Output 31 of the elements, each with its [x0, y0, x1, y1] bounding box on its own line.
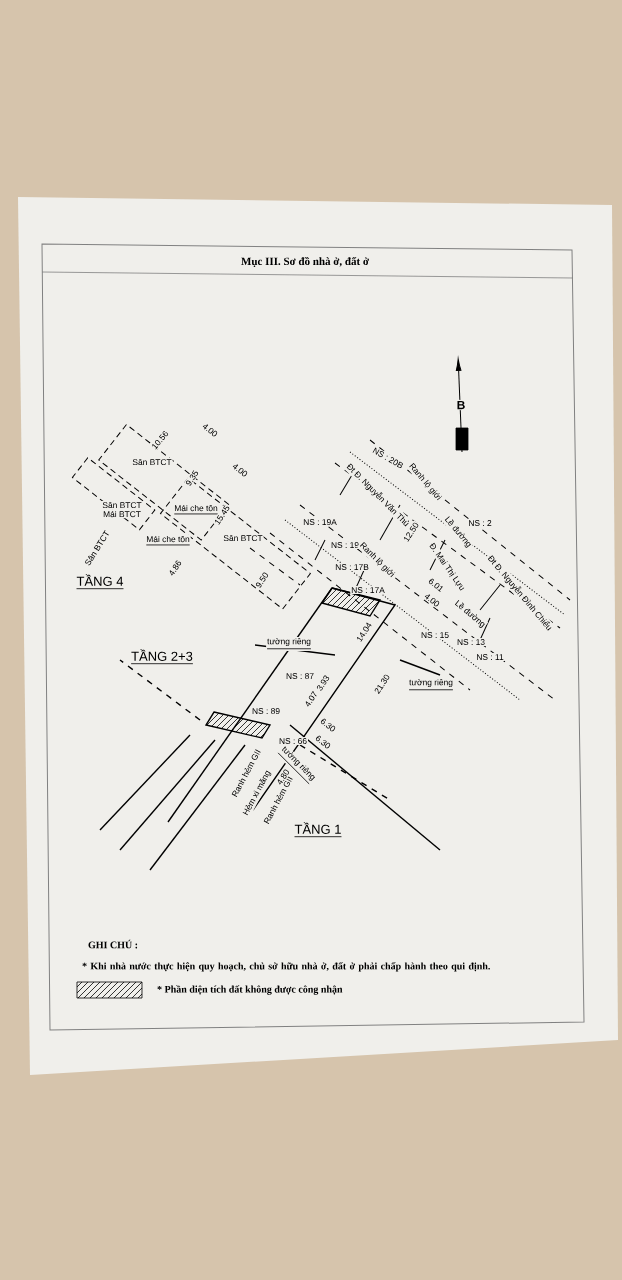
map-label: NS : 66 [278, 737, 308, 745]
map-label: NS : 19 [330, 541, 360, 549]
map-label: NS : 15 [420, 631, 450, 639]
floor-label: TẦNG 1 [293, 821, 343, 839]
map-label: NS : 11 [475, 653, 505, 661]
map-label: NS : 87 [285, 672, 315, 680]
dimension-label: 4.00 [230, 461, 250, 479]
dimension-label: 6.30 [318, 716, 338, 734]
map-label: NS : 19A [302, 518, 338, 526]
map-label: NS : 2 [467, 519, 493, 527]
dimension-label: 4.00 [200, 421, 220, 439]
map-label: NS : 89 [251, 707, 281, 715]
note-text: * Khi nhà nước thực hiện quy hoạch, chủ sở hữu nhà ở, đất ở phải chấp hành theo qui định. [82, 962, 490, 972]
map-label: NS : 13 [456, 638, 486, 646]
map-label: Sân BTCT [131, 457, 173, 467]
note-heading: GHI CHÚ : [87, 938, 139, 950]
map-label: Sân BTCT [222, 533, 264, 543]
map-label: Mái BTCT [102, 509, 142, 519]
map-label: NS : 20B [370, 445, 406, 471]
section-title: Mục III. Sơ đồ nhà ở, đất ở [241, 256, 369, 268]
map-label: NS : 17B [334, 563, 370, 571]
dimension-label: 6.01 [426, 576, 446, 594]
floor-label: TẦNG 4 [75, 573, 125, 591]
dimension-label: 4.00 [422, 591, 442, 609]
map-label: tường riêng [408, 678, 454, 692]
legend-text: * Phần diện tích đất không được công nhận [157, 985, 343, 995]
floor-label: TẦNG 2+3 [130, 648, 194, 666]
map-label: tường riêng [266, 637, 312, 651]
map-label: Sân BTCT [101, 500, 143, 510]
north-label: B [455, 399, 467, 411]
map-label: NS : 17A [350, 586, 386, 594]
